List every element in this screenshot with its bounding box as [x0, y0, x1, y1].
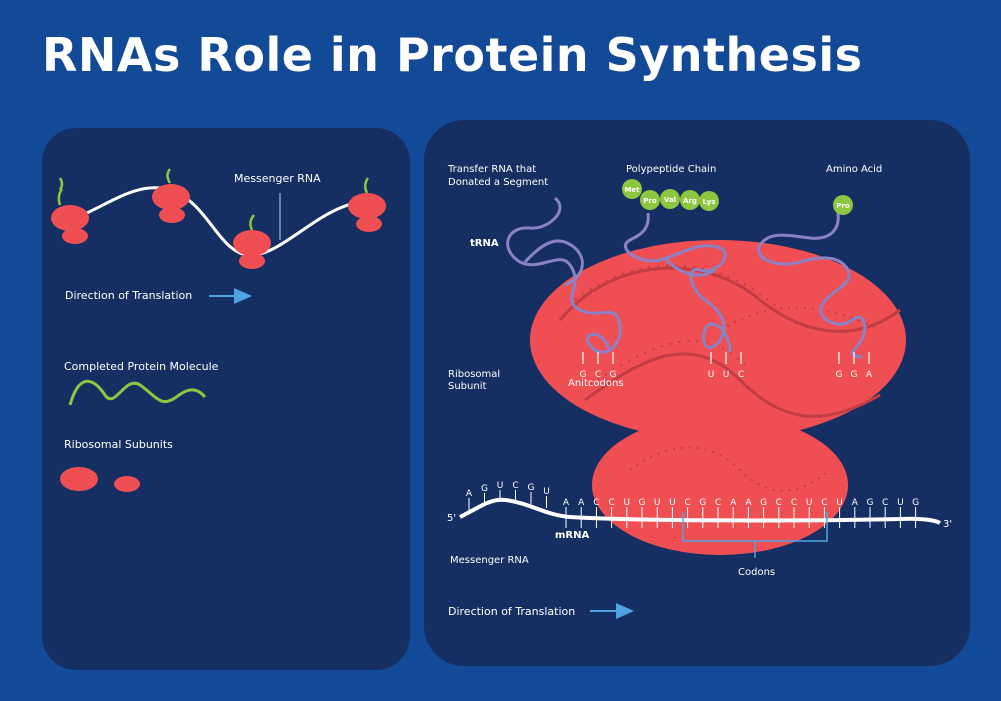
- transfer-rna-label-2: Donated a Segment: [448, 177, 548, 188]
- mrna-strand: [459, 497, 942, 525]
- amino-acid-pro: Pro: [643, 197, 657, 205]
- ribosomal-subunit-label-1: Ribosomal: [448, 369, 500, 380]
- right-messenger-rna-label: Messenger RNA: [450, 555, 529, 566]
- nucleotide-letter: U: [806, 498, 813, 508]
- nucleotide-letter: C: [882, 498, 888, 508]
- ribosomal-subunit-label-2: Subunit: [448, 381, 486, 392]
- trna-polypeptide: [623, 212, 732, 353]
- trna-label: tRNA: [470, 238, 499, 249]
- nucleotide-letter: A: [563, 498, 570, 508]
- nucleotide-letter: C: [608, 498, 614, 508]
- nucleotide-letter: C: [593, 498, 599, 508]
- nucleotide-letter: C: [791, 498, 797, 508]
- anticodon-letter: G: [580, 370, 587, 380]
- anticodon-letter: G: [610, 370, 617, 380]
- nucleotide-letter: C: [776, 498, 782, 508]
- nucleotide-letter: U: [669, 498, 676, 508]
- polypeptide-chain-label: Polypeptide Chain: [626, 164, 716, 175]
- nucleotide-letter: U: [836, 498, 843, 508]
- anticodon-letter: A: [866, 370, 873, 380]
- nucleotide-letter: C: [821, 498, 827, 508]
- nucleotide-letter: C: [684, 498, 690, 508]
- five-prime-label: 5': [447, 513, 456, 524]
- ribosome-large-subunit: [530, 240, 906, 440]
- svg-text:Pro: Pro: [836, 202, 850, 210]
- nucleotide-letter: G: [699, 498, 706, 508]
- nucleotide-letter: A: [578, 498, 585, 508]
- nucleotide-letter: A: [852, 498, 859, 508]
- anticodon-letter: U: [708, 370, 715, 380]
- transfer-rna-label-1: Transfer RNA that: [447, 164, 536, 175]
- left-direction-label: Direction of Translation: [65, 289, 192, 302]
- amino-acid-lys: Lys: [703, 198, 716, 206]
- polypeptide-chain: Met Pro Val Arg Lys: [622, 179, 719, 211]
- mrna-label: mRNA: [555, 530, 589, 541]
- anticodon-letter: C: [595, 370, 601, 380]
- single-amino-acid: Pro: [833, 195, 853, 215]
- small-subunit-icon: [114, 476, 140, 492]
- nucleotide-letter: G: [528, 483, 535, 493]
- right-direction-label: Direction of Translation: [448, 605, 575, 618]
- ribosome-small-subunit: [592, 415, 848, 555]
- left-ribosome-1: [51, 177, 89, 244]
- left-panel: [42, 128, 410, 670]
- left-messenger-rna-label: Messenger RNA: [234, 172, 321, 185]
- codons-label: Codons: [738, 567, 775, 578]
- nucleotide-letter: C: [715, 498, 721, 508]
- anticodon-letter: G: [836, 370, 843, 380]
- nucleotide-letter: G: [912, 498, 919, 508]
- anticodons-label: Anitcodons: [568, 378, 624, 389]
- nucleotide-letter: C: [512, 481, 518, 491]
- nucleotide-letter: A: [730, 498, 737, 508]
- amino-acid-met: Met: [624, 186, 640, 194]
- nucleotide-letter: A: [466, 489, 473, 499]
- trna-donated: [506, 196, 622, 354]
- left-ribosome-2: [152, 168, 190, 223]
- nucleotide-letter: U: [624, 498, 631, 508]
- protein-molecule-icon: [68, 379, 207, 406]
- trna-amino-acid: [757, 212, 867, 359]
- page-title: RNAs Role in Protein Synthesis: [42, 28, 863, 82]
- left-ribosome-4: [348, 177, 386, 232]
- large-subunit-icon: [60, 467, 98, 491]
- anticodon-letter: C: [738, 370, 744, 380]
- left-mrna-strand: [57, 186, 379, 257]
- completed-protein-label: Completed Protein Molecule: [64, 360, 219, 373]
- amino-acid-label: Amino Acid: [826, 164, 882, 175]
- nucleotide-letter: G: [481, 484, 488, 494]
- nucleotide-letter: A: [745, 498, 752, 508]
- amino-acid-val: Val: [664, 196, 676, 204]
- ribosomal-subunits-label: Ribosomal Subunits: [64, 438, 173, 451]
- anticodon-letter: U: [723, 370, 730, 380]
- codons-bracket: [682, 512, 828, 558]
- anticodon-letter: G: [851, 370, 858, 380]
- left-ribosome-3: [233, 214, 271, 269]
- nucleotide-letter: U: [497, 481, 504, 491]
- three-prime-label: 3': [943, 519, 952, 530]
- nucleotide-letter: G: [639, 498, 646, 508]
- nucleotide-letter: G: [760, 498, 767, 508]
- nucleotide-letter: U: [543, 487, 550, 497]
- nucleotide-letter: U: [897, 498, 904, 508]
- nucleotide-letter: U: [654, 498, 661, 508]
- nucleotide-letter: G: [867, 498, 874, 508]
- amino-acid-arg: Arg: [683, 197, 697, 205]
